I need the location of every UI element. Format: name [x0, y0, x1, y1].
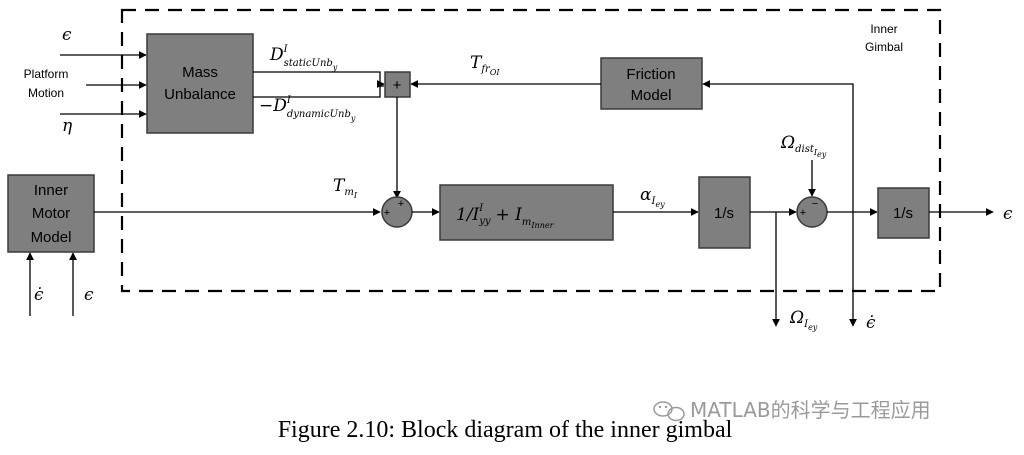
angular-acceleration-label: αIey	[640, 185, 665, 209]
total-sum-plus-top: +	[398, 198, 404, 210]
static-unbalance-sub2: y	[332, 63, 338, 72]
disturbance-sum-minus-sign: −	[812, 198, 818, 210]
inertia-sup: I	[478, 203, 484, 214]
inertia-m-sub: m	[522, 217, 531, 228]
epsilon-input-label: ϵ	[62, 25, 72, 45]
alpha-sub2: ey	[655, 200, 665, 209]
motor-torque-sub: m	[344, 187, 353, 198]
dynamic-unbalance-sub2: y	[350, 114, 356, 123]
motor-torque-label: TmI	[333, 176, 358, 200]
inner-motor-model-label-line3: Model	[31, 229, 72, 246]
rate-feedback-to-friction	[702, 80, 854, 212]
inner-gimbal-boundary	[120, 8, 942, 293]
friction-torque-label: TfrOI	[470, 53, 500, 77]
inner-gimbal-label-line2: Gimbal	[865, 40, 903, 54]
static-unbalance-D: D	[269, 45, 284, 65]
static-unbalance-arrow	[253, 71, 385, 88]
alpha-symbol: α	[640, 185, 652, 205]
platform-motion-label-line2: Motion	[28, 86, 64, 100]
omega-sub2: ey	[808, 323, 818, 332]
static-unbalance-sub: staticUnb	[284, 58, 333, 69]
omega-dist-sub: dist	[795, 144, 815, 155]
epsilon-motor-label: ϵ	[84, 285, 94, 305]
angular-rate-output-label: ΩIey	[789, 308, 818, 332]
torque-sum-plus-sign: +	[393, 77, 402, 94]
omega-dist-sub2: I	[813, 148, 818, 157]
dynamic-unbalance-D: D	[272, 96, 287, 116]
mass-unbalance-label-line1: Mass	[182, 64, 218, 81]
omega-dist-sub3: ey	[817, 150, 827, 159]
inertia-base: 1/I	[456, 205, 480, 225]
figure-caption: Figure 2.10: Block diagram of the inner …	[278, 417, 733, 443]
inner-motor-model-label-line2: Motor	[32, 205, 70, 222]
inertia-block	[439, 184, 614, 241]
second-integrator-block	[877, 187, 930, 239]
disturbance-rate-label: ΩdistIey	[780, 133, 827, 159]
friction-torque-T: T	[470, 53, 483, 73]
epsilon-dot-motor-label: ϵ̇	[34, 285, 44, 305]
dynamic-unbalance-line	[253, 85, 384, 98]
dynamic-unbalance-minus: −	[259, 96, 273, 116]
mass-unbalance-block	[146, 33, 254, 134]
epsilon-output-label: ϵ	[1003, 204, 1013, 224]
second-integrator-label: 1/s	[893, 205, 913, 222]
watermark-icon	[653, 401, 685, 422]
motor-torque-T: T	[333, 176, 346, 196]
inner-motor-model-block	[7, 174, 95, 253]
friction-torque-sub2: OI	[490, 68, 501, 77]
friction-model-label-line1: Friction	[626, 66, 675, 83]
friction-torque-sub: fr	[480, 64, 491, 75]
inertia-inner-sub: Inner	[530, 221, 554, 230]
inner-gimbal-label-line1: Inner	[870, 22, 897, 36]
friction-model-label-line2: Model	[631, 87, 672, 104]
mass-unbalance-label-line2: Unbalance	[164, 86, 236, 103]
inner-motor-model-label-line1: Inner	[34, 182, 68, 199]
platform-motion-label-line1: Platform	[24, 67, 69, 81]
total-sum-plus-left: +	[384, 207, 390, 219]
dynamic-unbalance-sup: I	[286, 95, 292, 106]
first-integrator-block	[698, 176, 751, 249]
watermark-text: MATLAB的科学与工程应用	[690, 398, 931, 422]
torque-summing-junction	[384, 71, 411, 98]
motor-torque-sub2: I	[353, 191, 358, 200]
omega-dist-symbol: Ω	[780, 133, 795, 153]
eta-input-label: η	[62, 116, 73, 136]
alpha-sub: I	[650, 196, 656, 207]
disturbance-sum-plus-sign: +	[800, 207, 806, 219]
inertia-sub: yy	[478, 216, 491, 227]
static-unbalance-sup: I	[283, 44, 289, 55]
inertia-plus-I: + I	[496, 205, 523, 225]
omega-symbol: Ω	[789, 308, 804, 328]
first-integrator-label: 1/s	[714, 205, 734, 222]
omega-sub: I	[803, 319, 809, 330]
dynamic-unbalance-sub: dynamicUnb	[287, 109, 351, 120]
epsilon-dot-output-label: ϵ̇	[866, 313, 876, 333]
